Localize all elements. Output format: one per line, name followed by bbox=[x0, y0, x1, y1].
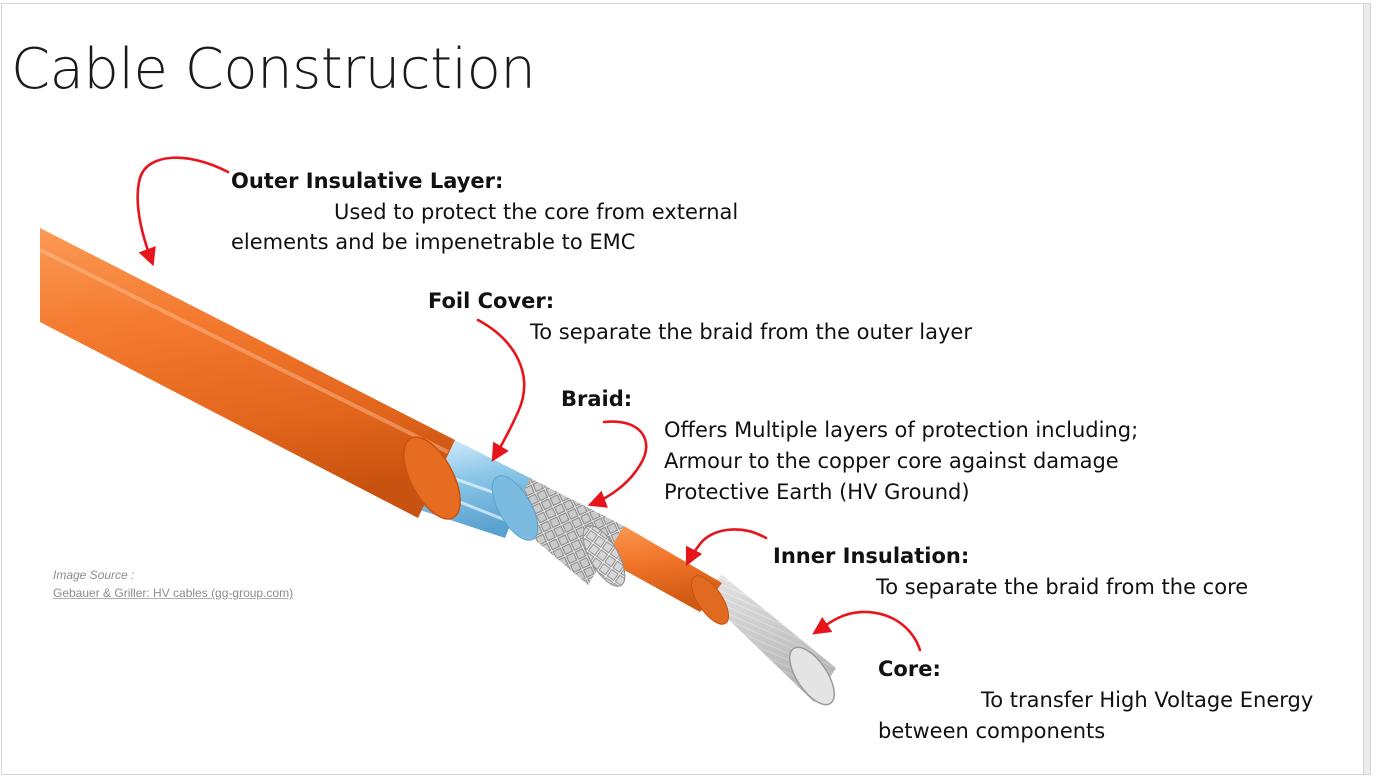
label-braid-line1: Offers Multiple layers of protection inc… bbox=[664, 418, 1139, 442]
slide-edge bbox=[1363, 4, 1370, 774]
arrow-outer bbox=[136, 156, 230, 267]
label-braid-line3: Protective Earth (HV Ground) bbox=[664, 480, 970, 504]
label-inner-heading: Inner Insulation: bbox=[773, 544, 970, 568]
label-core-line1: To transfer High Voltage Energy bbox=[981, 688, 1314, 712]
outer-jacket bbox=[39, 228, 461, 520]
image-source: Image Source : Gebauer & Griller: HV cab… bbox=[53, 566, 293, 602]
label-outer-heading: Outer Insulative Layer: bbox=[231, 169, 504, 193]
core-conductor bbox=[700, 575, 836, 706]
arrow-inner bbox=[685, 528, 768, 567]
label-core-line2: between components bbox=[878, 719, 1106, 743]
label-foil-heading: Foil Cover: bbox=[428, 289, 555, 313]
callout-arrows bbox=[136, 156, 922, 652]
label-core-heading: Core: bbox=[878, 657, 941, 681]
image-source-label: Image Source : bbox=[53, 568, 135, 582]
page-title: Cable Construction bbox=[11, 37, 536, 102]
arrow-braid bbox=[587, 420, 648, 508]
label-foil-line1: To separate the braid from the outer lay… bbox=[530, 320, 972, 344]
inner-insulation bbox=[588, 526, 730, 625]
label-braid-line2: Armour to the copper core against damage bbox=[664, 449, 1119, 473]
label-outer-line1: Used to protect the core from external bbox=[334, 200, 739, 224]
image-source-link[interactable]: Gebauer & Griller: HV cables (gg-group.c… bbox=[53, 586, 294, 600]
arrow-foil bbox=[476, 318, 526, 462]
label-inner-line1: To separate the braid from the core bbox=[876, 575, 1249, 599]
label-braid-heading: Braid: bbox=[561, 387, 633, 411]
arrow-core bbox=[812, 610, 922, 652]
label-outer-line2: elements and be impenetrable to EMC bbox=[231, 230, 636, 254]
